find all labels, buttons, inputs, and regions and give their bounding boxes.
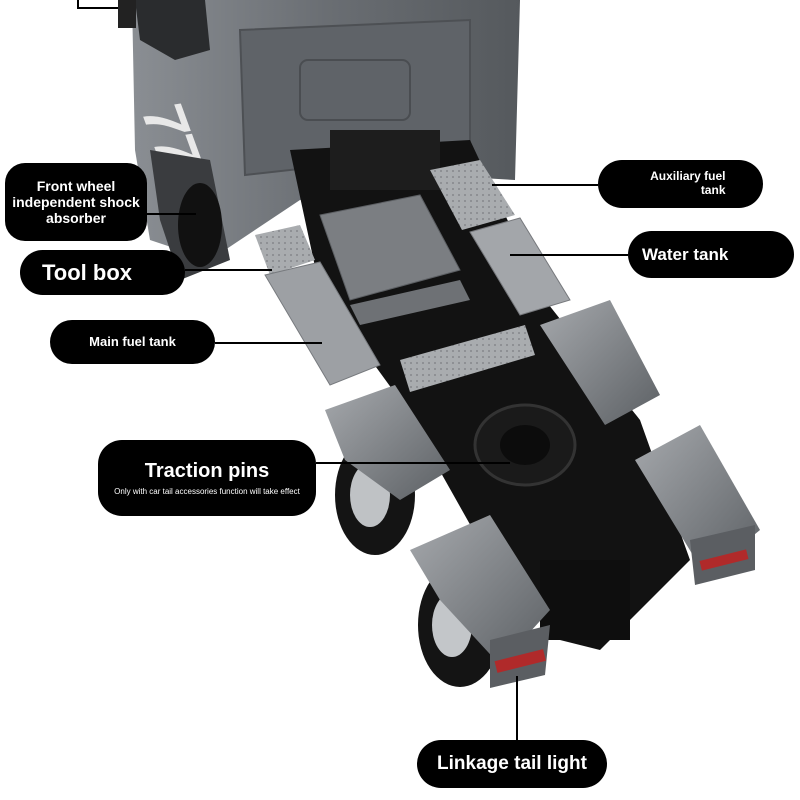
label-linkage-tail-light-text: Linkage tail light bbox=[437, 753, 587, 775]
label-auxiliary-fuel-tank: Auxiliary fuel tank bbox=[598, 160, 763, 208]
label-main-fuel-tank-text: Main fuel tank bbox=[89, 333, 176, 349]
label-auxiliary-fuel-tank-text: Auxiliary fuel tank bbox=[650, 169, 726, 197]
label-linkage-tail-light: Linkage tail light bbox=[417, 740, 607, 788]
label-water-tank-text: Water tank bbox=[642, 244, 729, 264]
label-main-fuel-tank: Main fuel tank bbox=[50, 320, 215, 364]
label-traction-pins-note: Only with car tail accessories function … bbox=[114, 486, 300, 496]
tanks bbox=[255, 160, 571, 386]
chassis bbox=[290, 130, 690, 650]
label-front-wheel-text: Front wheel independent shock absorber bbox=[12, 177, 140, 227]
label-water-tank: Water tank bbox=[628, 231, 794, 278]
label-traction-pins: Traction pins Only with car tail accesso… bbox=[98, 440, 316, 516]
leader-lines bbox=[77, 0, 628, 740]
label-tool-box-text: Tool box bbox=[42, 259, 133, 285]
label-front-wheel-shock-absorber: Front wheel independent shock absorber bbox=[5, 163, 147, 241]
label-tool-box: Tool box bbox=[20, 250, 185, 295]
rear-wheels bbox=[325, 300, 760, 688]
label-traction-pins-text: Traction pins bbox=[144, 459, 270, 482]
